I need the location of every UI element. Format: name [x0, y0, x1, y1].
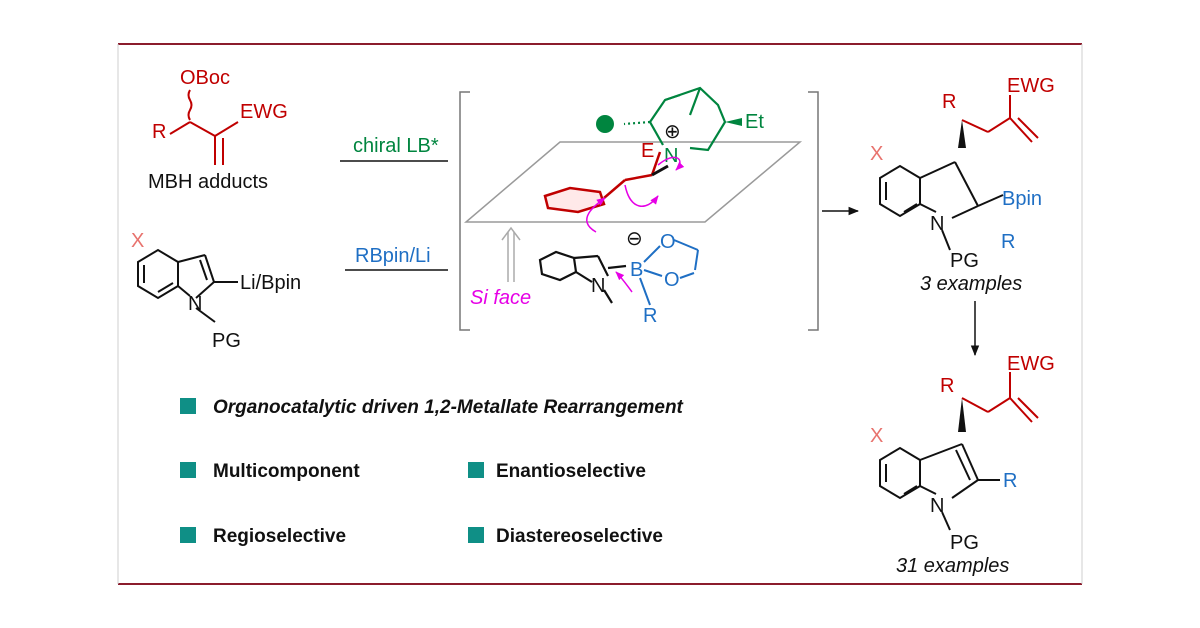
indoline-x-label: X	[870, 143, 883, 165]
ts-n2-label: N	[591, 275, 605, 297]
indole-product-ewg-label: EWG	[1007, 353, 1055, 375]
bracket-left	[459, 91, 470, 331]
indoline-side-chain	[961, 95, 1039, 143]
ts-wedge	[651, 164, 669, 177]
indole-product-x-label: X	[870, 425, 883, 447]
indole-product-n-label: N	[930, 495, 944, 517]
indoline-count: 3 examples	[920, 273, 1022, 295]
indoline-r2-label: R	[1001, 231, 1015, 253]
frame	[117, 43, 1083, 585]
bracket-right	[808, 91, 819, 331]
indoline-n-label: N	[930, 213, 944, 235]
feature-bullet	[180, 398, 196, 414]
indole-product-pg-label: PG	[950, 532, 979, 554]
feature-bullet	[180, 527, 196, 543]
catalyst-label: chiral LB*	[353, 135, 439, 157]
ts-e-label: E	[641, 140, 654, 162]
feature-item: Regioselective	[213, 526, 346, 547]
feature-item: Enantioselective	[496, 461, 646, 482]
ts-o1-label: O	[660, 231, 676, 253]
ts-minus-charge: ⊖	[626, 228, 643, 250]
indole-product-r-label: R	[940, 375, 954, 397]
ts-plus-charge: ⊕	[664, 121, 681, 143]
indole-product-structure	[879, 443, 1000, 531]
indole-product-side-chain	[961, 372, 1039, 423]
ts-si-face-label: Si face	[470, 287, 531, 309]
boron-label: RBpin/Li	[355, 245, 431, 267]
indole-metal-label: Li/Bpin	[240, 272, 301, 294]
ts-et-label: Et	[745, 111, 764, 133]
ts-r-label: R	[643, 305, 657, 327]
mbh-ewg-label: EWG	[240, 101, 288, 123]
feature-item: Diastereoselective	[496, 526, 663, 547]
feature-bullet	[180, 462, 196, 478]
electron-arrows	[586, 156, 685, 293]
indoline-pg-label: PG	[950, 250, 979, 272]
indoline-ewg-label: EWG	[1007, 75, 1055, 97]
ts-substrate	[543, 151, 662, 214]
mbh-caption: MBH adducts	[148, 171, 268, 193]
feature-list: Organocatalytic driven 1,2-Metallate Rea…	[180, 397, 684, 547]
indoline-wedge	[958, 120, 966, 148]
feature-bullet	[468, 462, 484, 478]
ts-b-label: B	[630, 259, 643, 281]
feature-item: Multicomponent	[213, 461, 360, 482]
indole-product-r2-label: R	[1003, 470, 1017, 492]
ts-indole-boronate	[538, 250, 627, 304]
ts-o2-label: O	[664, 269, 680, 291]
mbh-r-label: R	[152, 121, 166, 143]
mbh-oboc-label: OBoc	[180, 67, 230, 89]
ts-dioxaborolane	[639, 239, 699, 306]
indole-reagent-structure	[137, 248, 238, 323]
indole-product-wedge	[958, 398, 966, 432]
ts-n-label: N	[664, 145, 678, 167]
catalyst-substituent-dot	[596, 115, 614, 133]
si-face-arrowhead	[501, 226, 521, 241]
indole-product-count: 31 examples	[896, 555, 1009, 577]
feature-item: Organocatalytic driven 1,2-Metallate Rea…	[213, 397, 684, 418]
indoline-bpin-label: Bpin	[1002, 188, 1042, 210]
mbh-adduct-structure	[169, 89, 239, 165]
indoline-r-label: R	[942, 91, 956, 113]
indole-pg-label: PG	[212, 330, 241, 352]
indole-n-label: N	[188, 293, 202, 315]
indole-x-label: X	[131, 230, 144, 252]
reaction-plane	[463, 141, 803, 223]
catalyst-cage	[623, 86, 742, 152]
indoline-structure	[879, 161, 1004, 251]
feature-bullet	[468, 527, 484, 543]
